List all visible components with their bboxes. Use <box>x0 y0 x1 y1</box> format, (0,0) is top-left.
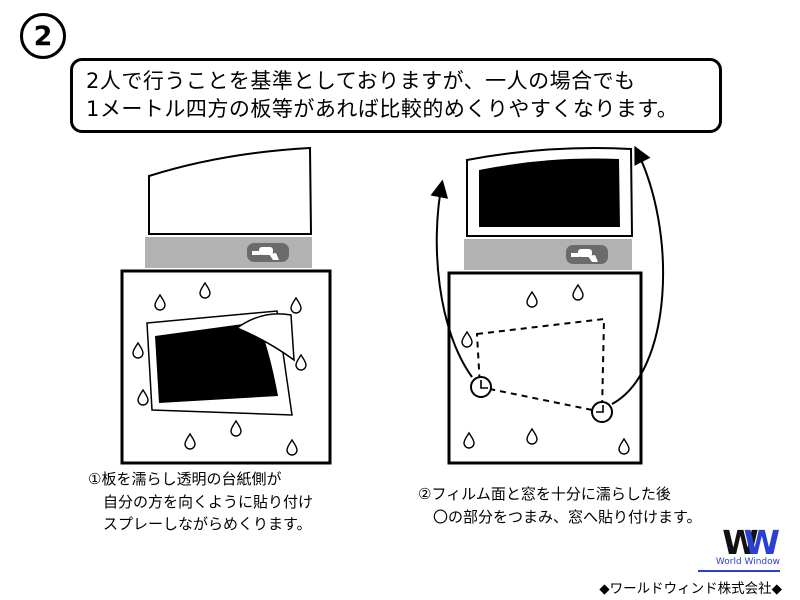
left-figure <box>120 146 332 465</box>
world-window-logo: WW World Window <box>698 526 780 573</box>
pinch-point-mark-left <box>480 380 488 389</box>
step-number: 2 <box>33 20 53 52</box>
left-black-film <box>155 322 278 403</box>
pinch-point-mark-right <box>596 405 604 413</box>
right-caption-line-1: ②フィルム面と窓を十分に濡らした後 <box>418 485 671 503</box>
logo-letter-black: W <box>722 523 759 562</box>
company-name: ◆ワールドウィンド株式会社◆ <box>599 581 782 597</box>
spray-bottle-icon <box>566 245 608 264</box>
intro-line-1: 2人で行うことを基準としておりますが、一人の場合でも <box>86 69 636 93</box>
spray-bottle-icon <box>247 243 289 262</box>
right-caption-line-2: 〇の部分をつまみ、窓へ貼り付けます。 <box>433 507 702 526</box>
logo-letter-blue: W <box>743 523 780 562</box>
right-board <box>447 271 643 465</box>
logo-underline <box>698 570 780 573</box>
left-peeled-corner-flap <box>235 313 295 362</box>
logo-subtitle: World Window <box>715 557 780 568</box>
step-number-badge: 2 <box>20 13 66 59</box>
left-film-sheet <box>148 146 313 235</box>
right-caption: ②フィルム面と窓を十分に濡らした後 〇の部分をつまみ、窓へ貼り付けます。 <box>418 483 702 528</box>
left-caption-line-2: 自分の方を向くように貼り付け <box>103 492 314 511</box>
intro-line-2: 1メートル四方の板等があれば比較的めくりやすくなります。 <box>86 96 679 121</box>
left-caption-line-1: ①板を濡らし透明の台紙側が <box>88 470 282 488</box>
right-window-film <box>479 158 620 227</box>
left-caption-line-3: スプレーしながらめくります。 <box>103 515 312 533</box>
right-figure <box>430 145 665 465</box>
lift-arrow-right <box>611 145 665 405</box>
lift-arrow-left <box>430 179 473 378</box>
logo-monogram: WW <box>698 526 780 559</box>
left-backing-outline <box>146 310 293 416</box>
left-caption: ①板を濡らし透明の台紙側が 自分の方を向くように貼り付け スプレーしながらめくり… <box>88 468 313 536</box>
intro-text-box: 2人で行うことを基準としておりますが、一人の場合でも 1メートル四方の板等があれ… <box>70 58 722 134</box>
